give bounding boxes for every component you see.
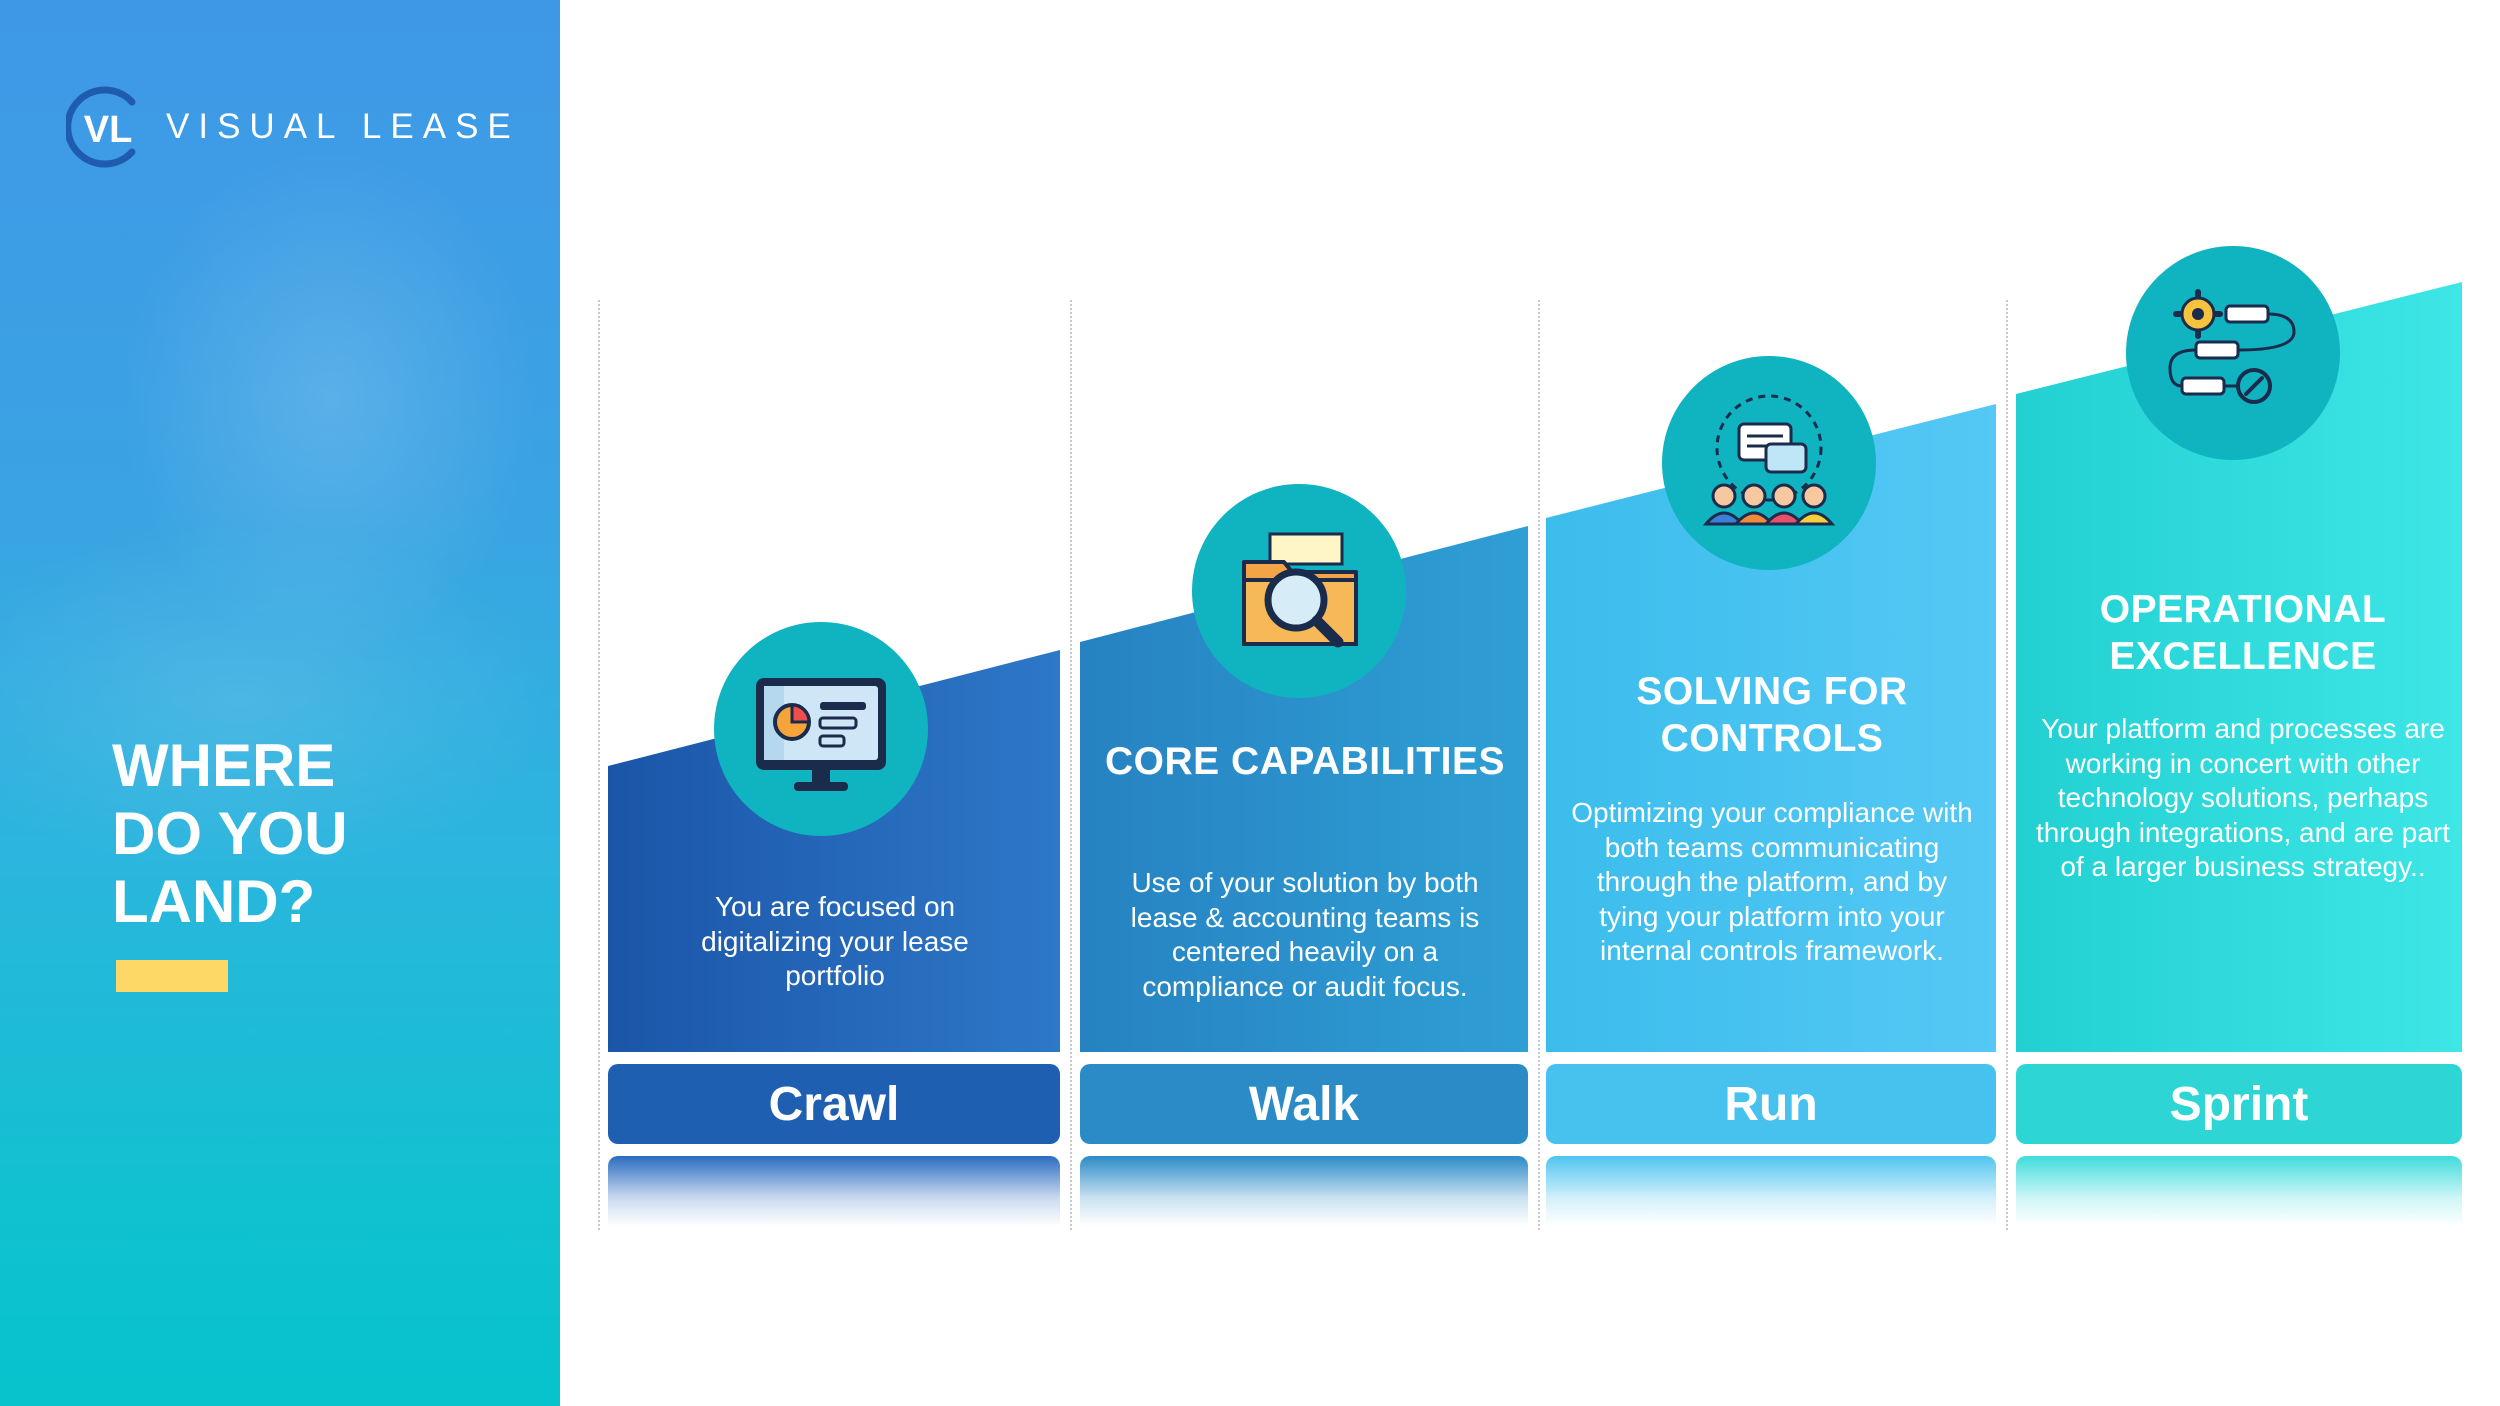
background-photo-haze [0,520,560,880]
accent-bar [116,960,228,992]
stage-title: OPERATIONAL EXCELLENCE [2099,588,2387,678]
column-divider [598,300,600,1230]
brand-logo: VL VISUAL LEASE [64,82,520,172]
label-reflection [1546,1156,1996,1226]
stage-description: Use of your solution by both lease & acc… [1130,867,1480,1002]
title-line: LAND? [112,868,316,935]
stage-label-run: Run [1546,1064,1996,1144]
page-title: WHERE DO YOU LAND? [112,732,348,936]
label-reflection [1080,1156,1528,1226]
column-divider [2006,300,2008,1230]
title-line: DO YOU [112,800,348,867]
monitor-chart-icon [756,678,886,791]
stage-panel [2016,282,2462,1052]
label-reflection [608,1156,1060,1226]
stage-label-sprint: Sprint [2016,1064,2462,1144]
stage-description: Your platform and processes are working … [2035,713,2451,882]
logo-mark-icon: VL [64,86,148,168]
column-divider [1070,300,1072,1230]
label-reflection [2016,1156,2462,1226]
stage-panel [1080,526,1528,1052]
stage-sprint: OPERATIONAL EXCELLENCE Your platform and… [2016,0,2470,1406]
workflow-gear-icon [2168,289,2296,404]
stage-icon-badge [714,622,928,836]
stage-icon-badge [2126,246,2340,460]
stage-run: SOLVING FOR CONTROLS Optimizing your com… [1546,0,1998,1406]
stage-walk: CORE CAPABILITIES Use of your solution b… [1080,0,1530,1406]
team-chat-icon [1702,394,1836,526]
column-divider [1538,300,1540,1230]
stage-label-crawl: Crawl [608,1064,1060,1144]
logo-initials: VL [84,109,133,151]
stage-description: You are focused on digitalizing your lea… [701,891,969,991]
stage-title: SOLVING FOR CONTROLS [1636,670,1908,760]
stage-panel [1546,404,1996,1052]
brand-name: VISUAL LEASE [166,107,520,146]
stage-icon-badge [1662,356,1876,570]
title-line: WHERE [112,732,336,799]
stage-title: CORE CAPABILITIES [1105,740,1505,783]
background-photo-haze [120,140,540,660]
stage-label-walk: Walk [1080,1064,1528,1144]
sidebar-panel: VL VISUAL LEASE WHERE DO YOU LAND? [0,0,560,1406]
stage-description: Optimizing your compliance with both tea… [1571,797,1973,966]
stage-crawl: You are focused on digitalizing your lea… [608,0,1062,1406]
stage-icon-badge [1192,484,1406,698]
folder-search-icon [1242,532,1358,648]
